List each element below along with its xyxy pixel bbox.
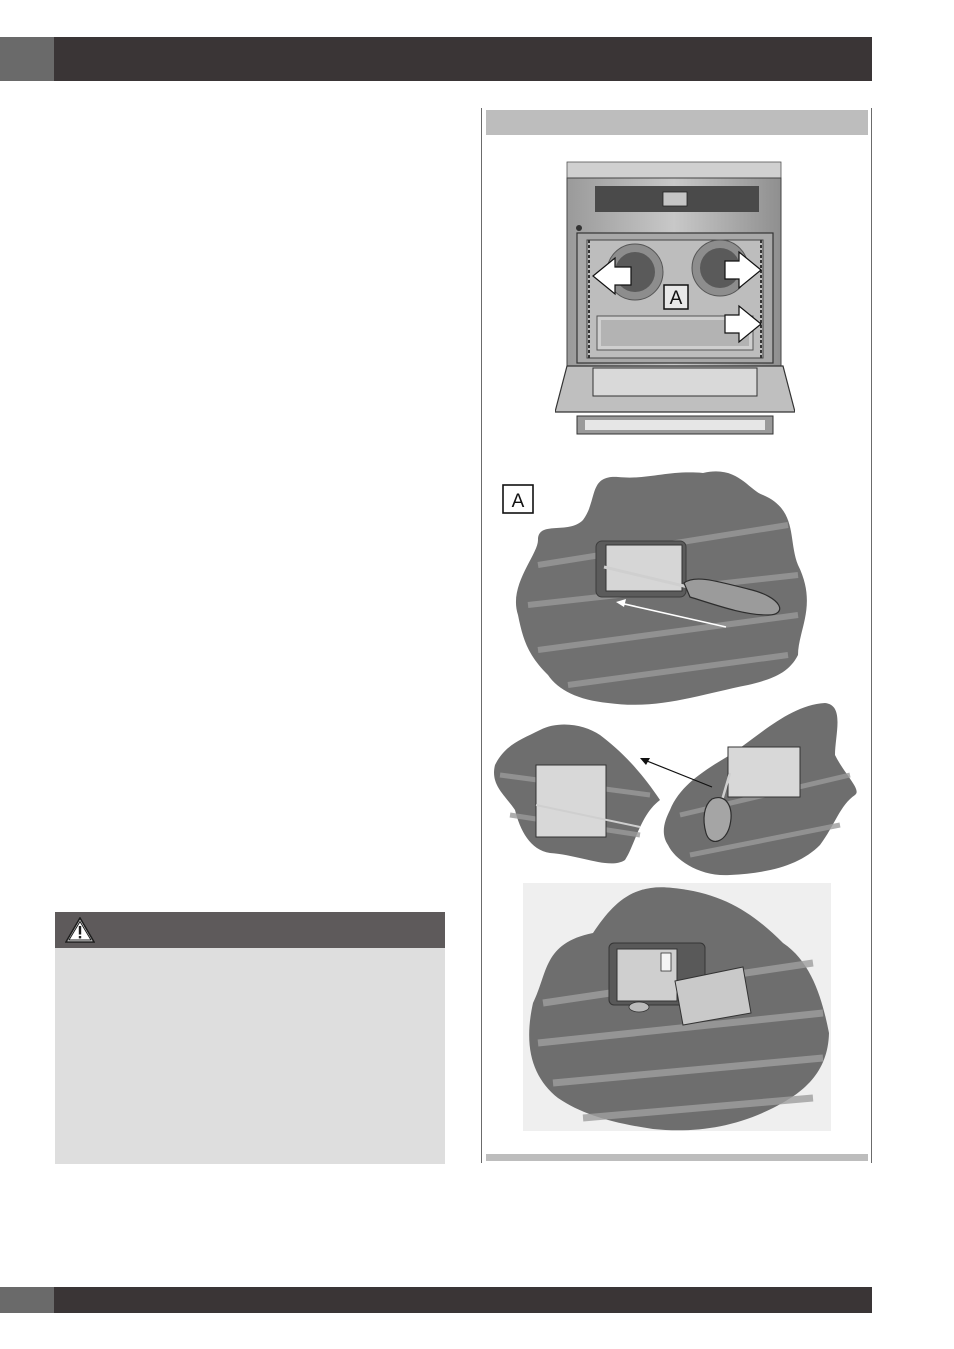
header-tab [0,37,54,81]
figure-border-left [481,108,482,1163]
warning-triangle-icon [65,917,95,943]
cover-removal-illustration [494,703,857,876]
arrow-right-icon [724,250,762,290]
detail-a-illustration: A [502,471,807,705]
lamp-access-illustration [523,883,831,1131]
footer-bar [54,1287,872,1313]
screwdriver-icon [603,565,781,616]
arrow-right-icon [724,304,762,344]
header-bar [54,37,872,81]
figure-title-band [486,110,868,135]
footer-tab [0,1287,54,1313]
figure-bottom-band [486,1154,868,1161]
screwdriver-icon [703,772,732,842]
arrow-left-icon [592,256,632,296]
detail-callout-label: A [512,491,525,512]
warning-header [55,912,445,948]
figure-border-right [871,108,872,1163]
warning-box [55,912,445,1164]
oven-callout-label: A [670,288,683,309]
oven-illustration: A [555,161,795,435]
